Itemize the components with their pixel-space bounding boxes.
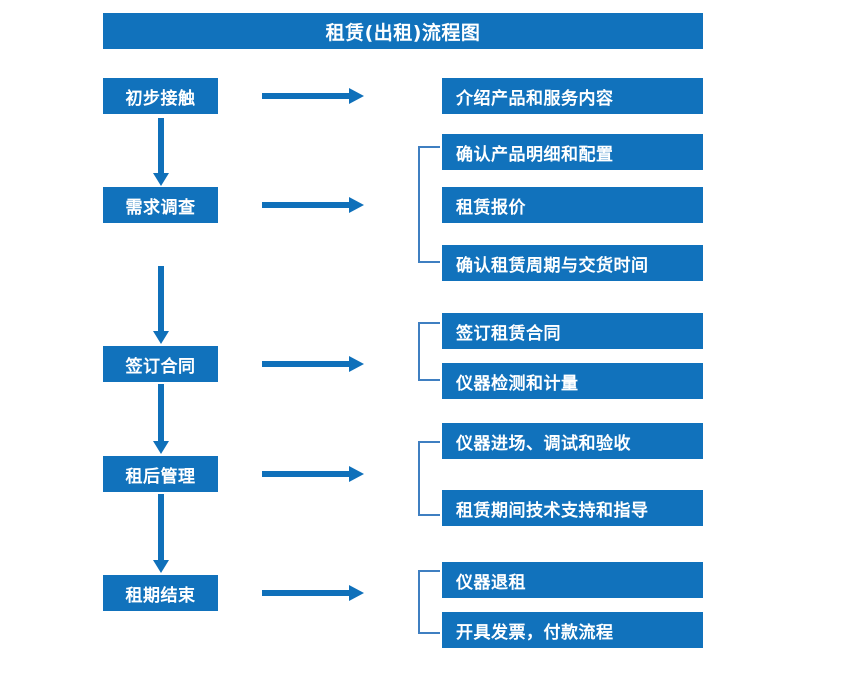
detail-box-7[interactable]: 仪器进场、调试和验收: [442, 423, 703, 459]
bracket-connector-3: [418, 322, 440, 381]
arrow-shaft: [262, 471, 350, 477]
detail-box-6[interactable]: 仪器检测和计量: [442, 363, 703, 399]
arrow-shaft: [158, 266, 164, 331]
arrow-head: [349, 88, 364, 104]
link-arrow-right-2: [262, 197, 364, 213]
bracket-connector-5: [418, 570, 440, 634]
arrow-shaft: [158, 384, 164, 441]
detail-box-9[interactable]: 仪器退租: [442, 562, 703, 598]
detail-box-2[interactable]: 确认产品明细和配置: [442, 134, 703, 170]
arrow-head: [153, 560, 169, 573]
detail-box-1[interactable]: 介绍产品和服务内容: [442, 78, 703, 114]
detail-box-3[interactable]: 租赁报价: [442, 187, 703, 223]
arrow-shaft: [262, 93, 350, 99]
flow-arrow-down-3: [153, 384, 169, 454]
stage-box-1[interactable]: 初步接触: [103, 78, 218, 114]
arrow-head: [349, 585, 364, 601]
arrow-head: [153, 441, 169, 454]
stage-box-5[interactable]: 租期结束: [103, 575, 218, 611]
arrow-head: [349, 197, 364, 213]
stage-box-2[interactable]: 需求调查: [103, 187, 218, 223]
flow-arrow-down-4: [153, 494, 169, 573]
arrow-shaft: [262, 202, 350, 208]
arrow-shaft: [262, 361, 350, 367]
detail-box-8[interactable]: 租赁期间技术支持和指导: [442, 490, 703, 526]
link-arrow-right-5: [262, 585, 364, 601]
flowchart-title: 租赁(出租)流程图: [103, 13, 703, 49]
stage-box-4[interactable]: 租后管理: [103, 456, 218, 492]
link-arrow-right-4: [262, 466, 364, 482]
flow-arrow-down-1: [153, 118, 169, 186]
arrow-head: [153, 331, 169, 344]
bracket-connector-4: [418, 441, 440, 516]
detail-box-10[interactable]: 开具发票，付款流程: [442, 612, 703, 648]
bracket-connector-2: [418, 146, 440, 263]
arrow-head: [153, 173, 169, 186]
arrow-head: [349, 356, 364, 372]
arrow-shaft: [158, 494, 164, 560]
link-arrow-right-1: [262, 88, 364, 104]
arrow-head: [349, 466, 364, 482]
arrow-shaft: [262, 590, 350, 596]
stage-box-3[interactable]: 签订合同: [103, 346, 218, 382]
detail-box-4[interactable]: 确认租赁周期与交货时间: [442, 245, 703, 281]
link-arrow-right-3: [262, 356, 364, 372]
flow-arrow-down-2: [153, 266, 169, 344]
detail-box-5[interactable]: 签订租赁合同: [442, 313, 703, 349]
arrow-shaft: [158, 118, 164, 173]
